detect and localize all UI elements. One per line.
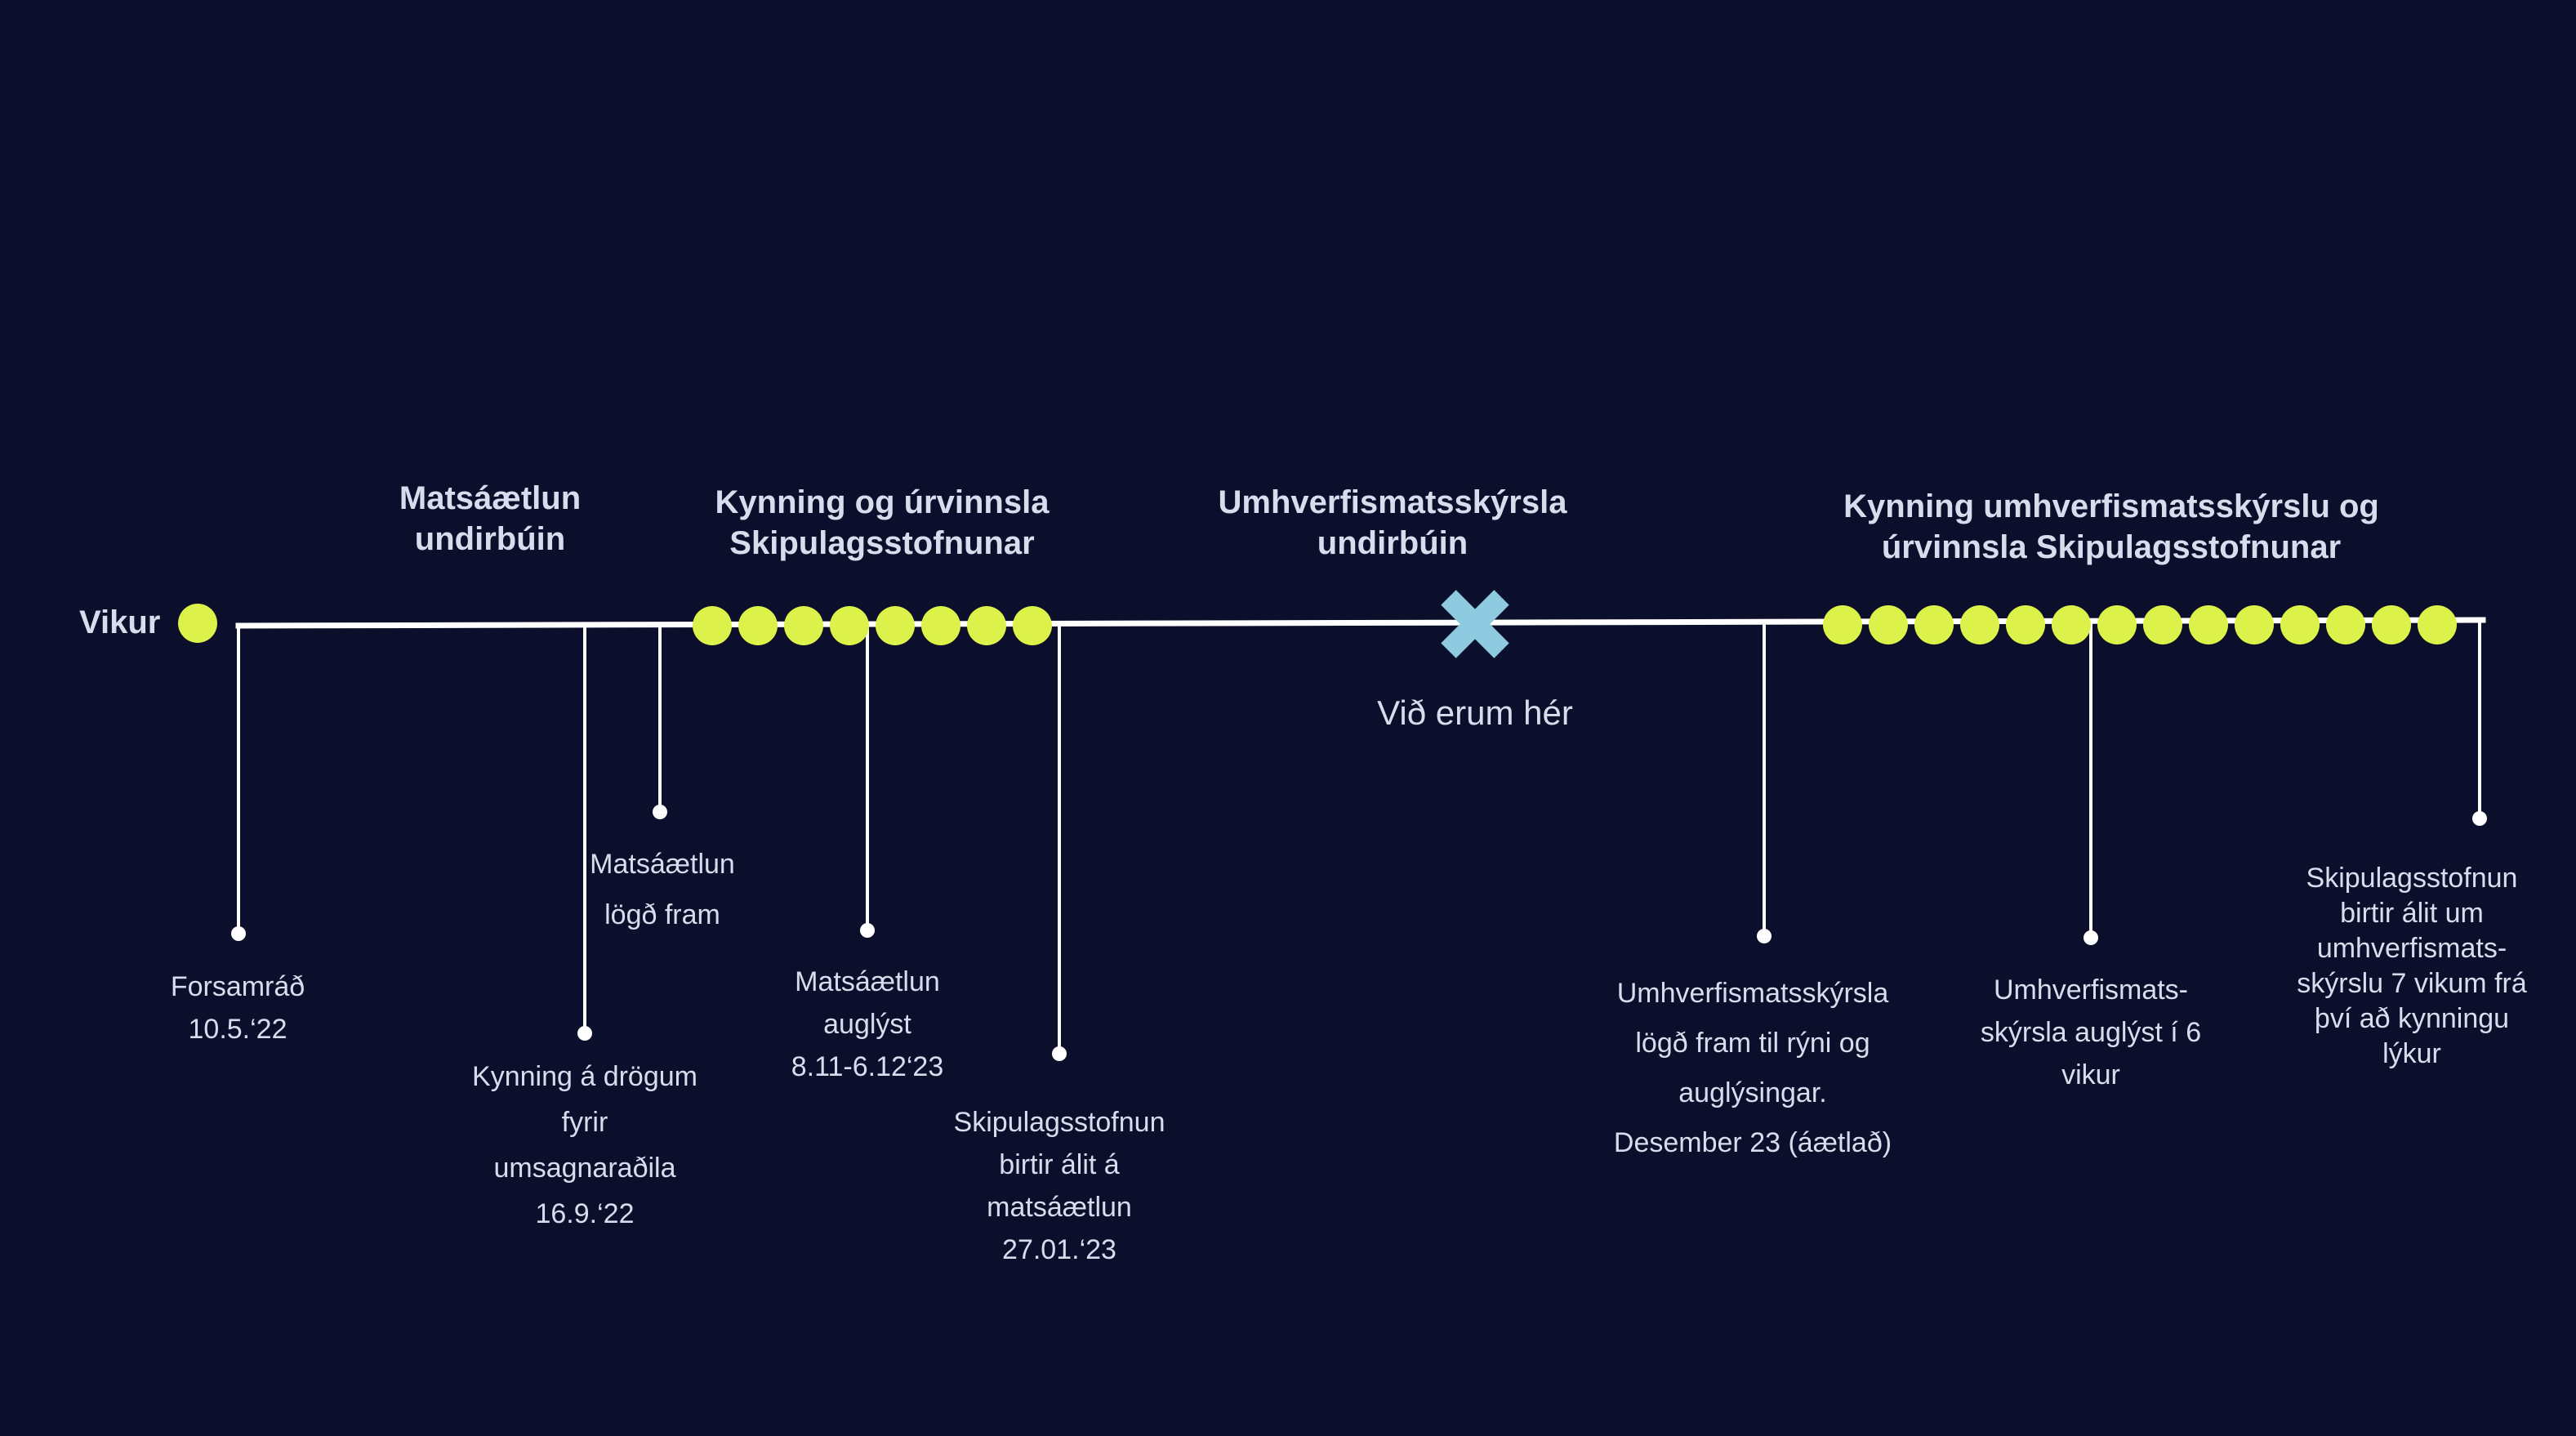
week-dot (2280, 605, 2320, 644)
week-dot (1013, 606, 1052, 645)
event-label-line: Matsáætlun (590, 849, 735, 880)
event-connector-dot (2472, 811, 2487, 826)
week-dot (2006, 605, 2045, 644)
week-dot (2052, 605, 2091, 644)
week-dot (738, 606, 778, 645)
cross-marker-icon (1441, 590, 1509, 658)
event-label-line: Desember 23 (áætlað) (1613, 1127, 1892, 1158)
week-dot (2372, 605, 2411, 644)
event-label-line: Skipulagsstofnun (953, 1107, 1165, 1138)
event-label-line: matsáætlun (987, 1192, 1132, 1223)
week-dot (784, 606, 823, 645)
phase-title-line: Skipulagsstofnunar (729, 525, 1035, 561)
week-dot (830, 606, 869, 645)
week-dot (1960, 605, 1999, 644)
event-label-line: Umhverfismats- (1993, 974, 2189, 1006)
event-label-line: Kynning á drögum (472, 1061, 697, 1092)
week-dot (1823, 605, 1862, 644)
week-dot (1914, 605, 1954, 644)
event-label-line: skýrsla auglýst í 6 (1980, 1017, 2202, 1048)
event-connector-dot (1052, 1046, 1067, 1061)
event-label-line: Umhverfismatsskýrsla (1616, 978, 1889, 1009)
event-connector-dot (231, 926, 246, 941)
event-label-line: auglýst (823, 1009, 911, 1040)
event-label-line: því að kynningu (2314, 1003, 2510, 1034)
event-label: Skipulagsstofnun birtir álit á matsáætlu… (954, 1101, 1165, 1271)
event-label-line: lögð fram (604, 899, 720, 930)
event-connector-dot (1757, 929, 1772, 943)
event-connector-dot (860, 923, 875, 938)
phase-title: Umhverfismatsskýrsla undirbúin (1219, 482, 1567, 564)
event-label-line: 8.11-6.12‘23 (791, 1051, 944, 1082)
phase-title: Kynning umhverfismatsskýrslu og úrvinnsl… (1843, 486, 2379, 568)
phase-title-line: úrvinnsla Skipulagsstofnunar (1881, 529, 2342, 565)
week-dot (2235, 605, 2274, 644)
event-label-line: 10.5.‘22 (188, 1014, 287, 1045)
week-dot-icon (178, 604, 217, 643)
legend-label: Vikur (79, 604, 161, 640)
week-dot (921, 606, 960, 645)
event-label: Skipulagsstofnun birtir álit um umhverfi… (2297, 861, 2527, 1072)
event-label: Umhverfismatsskýrsla lögð fram til rýni … (1614, 969, 1892, 1168)
event-label-line: birtir álit á (999, 1149, 1120, 1180)
phase-title: Matsáætlun undirbúin (399, 478, 581, 560)
phase-title-line: undirbúin (1317, 525, 1468, 561)
week-dot (2097, 605, 2137, 644)
week-dot (967, 606, 1006, 645)
event-label-line: 27.01.‘23 (1002, 1234, 1116, 1265)
event-label-line: umhverfismats- (2316, 933, 2507, 964)
current-position-label: Við erum hér (1377, 693, 1573, 732)
event-label-line: lögð fram til rýni og (1635, 1028, 1870, 1059)
week-dot (2418, 605, 2457, 644)
week-dot (693, 606, 732, 645)
event-label-line: skýrslu 7 vikum frá (2297, 968, 2527, 999)
week-dot (1869, 605, 1908, 644)
event-label-line: birtir álit um (2340, 898, 2484, 929)
week-dot (2143, 605, 2182, 644)
event-label-line: umsagnaraðila (493, 1153, 676, 1184)
phase-title-line: Kynning og úrvinnsla (715, 484, 1050, 520)
event-label-line: auglýsingar. (1678, 1077, 1827, 1108)
event-connectors (231, 622, 2487, 1061)
event-label-line: Skipulagsstofnun (2306, 863, 2518, 894)
event-label-line: vikur (2061, 1059, 2120, 1090)
event-label: Forsamráð 10.5.‘22 (171, 966, 305, 1050)
event-label-line: 16.9.‘22 (535, 1198, 635, 1229)
week-dot (876, 606, 915, 645)
event-connector-dot (577, 1026, 592, 1041)
week-dot (2189, 605, 2228, 644)
event-label: Matsáætlun auglýst 8.11-6.12‘23 (791, 961, 944, 1088)
phase-title-line: Matsáætlun (399, 480, 582, 516)
event-label: Umhverfismats- skýrsla auglýst í 6 vikur (1981, 969, 2201, 1096)
phase-title: Kynning og úrvinnsla Skipulagsstofnunar (715, 482, 1050, 564)
phase-title-line: undirbúin (414, 521, 566, 557)
event-label-line: Forsamráð (170, 971, 305, 1002)
event-connector-dot (653, 805, 667, 819)
event-label: Kynning á drögum fyrir umsagnaraðila 16.… (472, 1054, 697, 1237)
event-label-line: Matsáætlun (795, 966, 940, 997)
week-dot (2326, 605, 2365, 644)
event-connector-dot (2084, 930, 2098, 945)
week-dots (693, 605, 2457, 645)
event-label-line: fyrir (561, 1107, 608, 1138)
phase-title-line: Kynning umhverfismatsskýrslu og (1843, 488, 2379, 524)
event-label: Matsáætlun lögð fram (590, 839, 735, 940)
event-label-line: lýkur (2382, 1038, 2441, 1069)
phase-title-line: Umhverfismatsskýrsla (1218, 484, 1567, 520)
